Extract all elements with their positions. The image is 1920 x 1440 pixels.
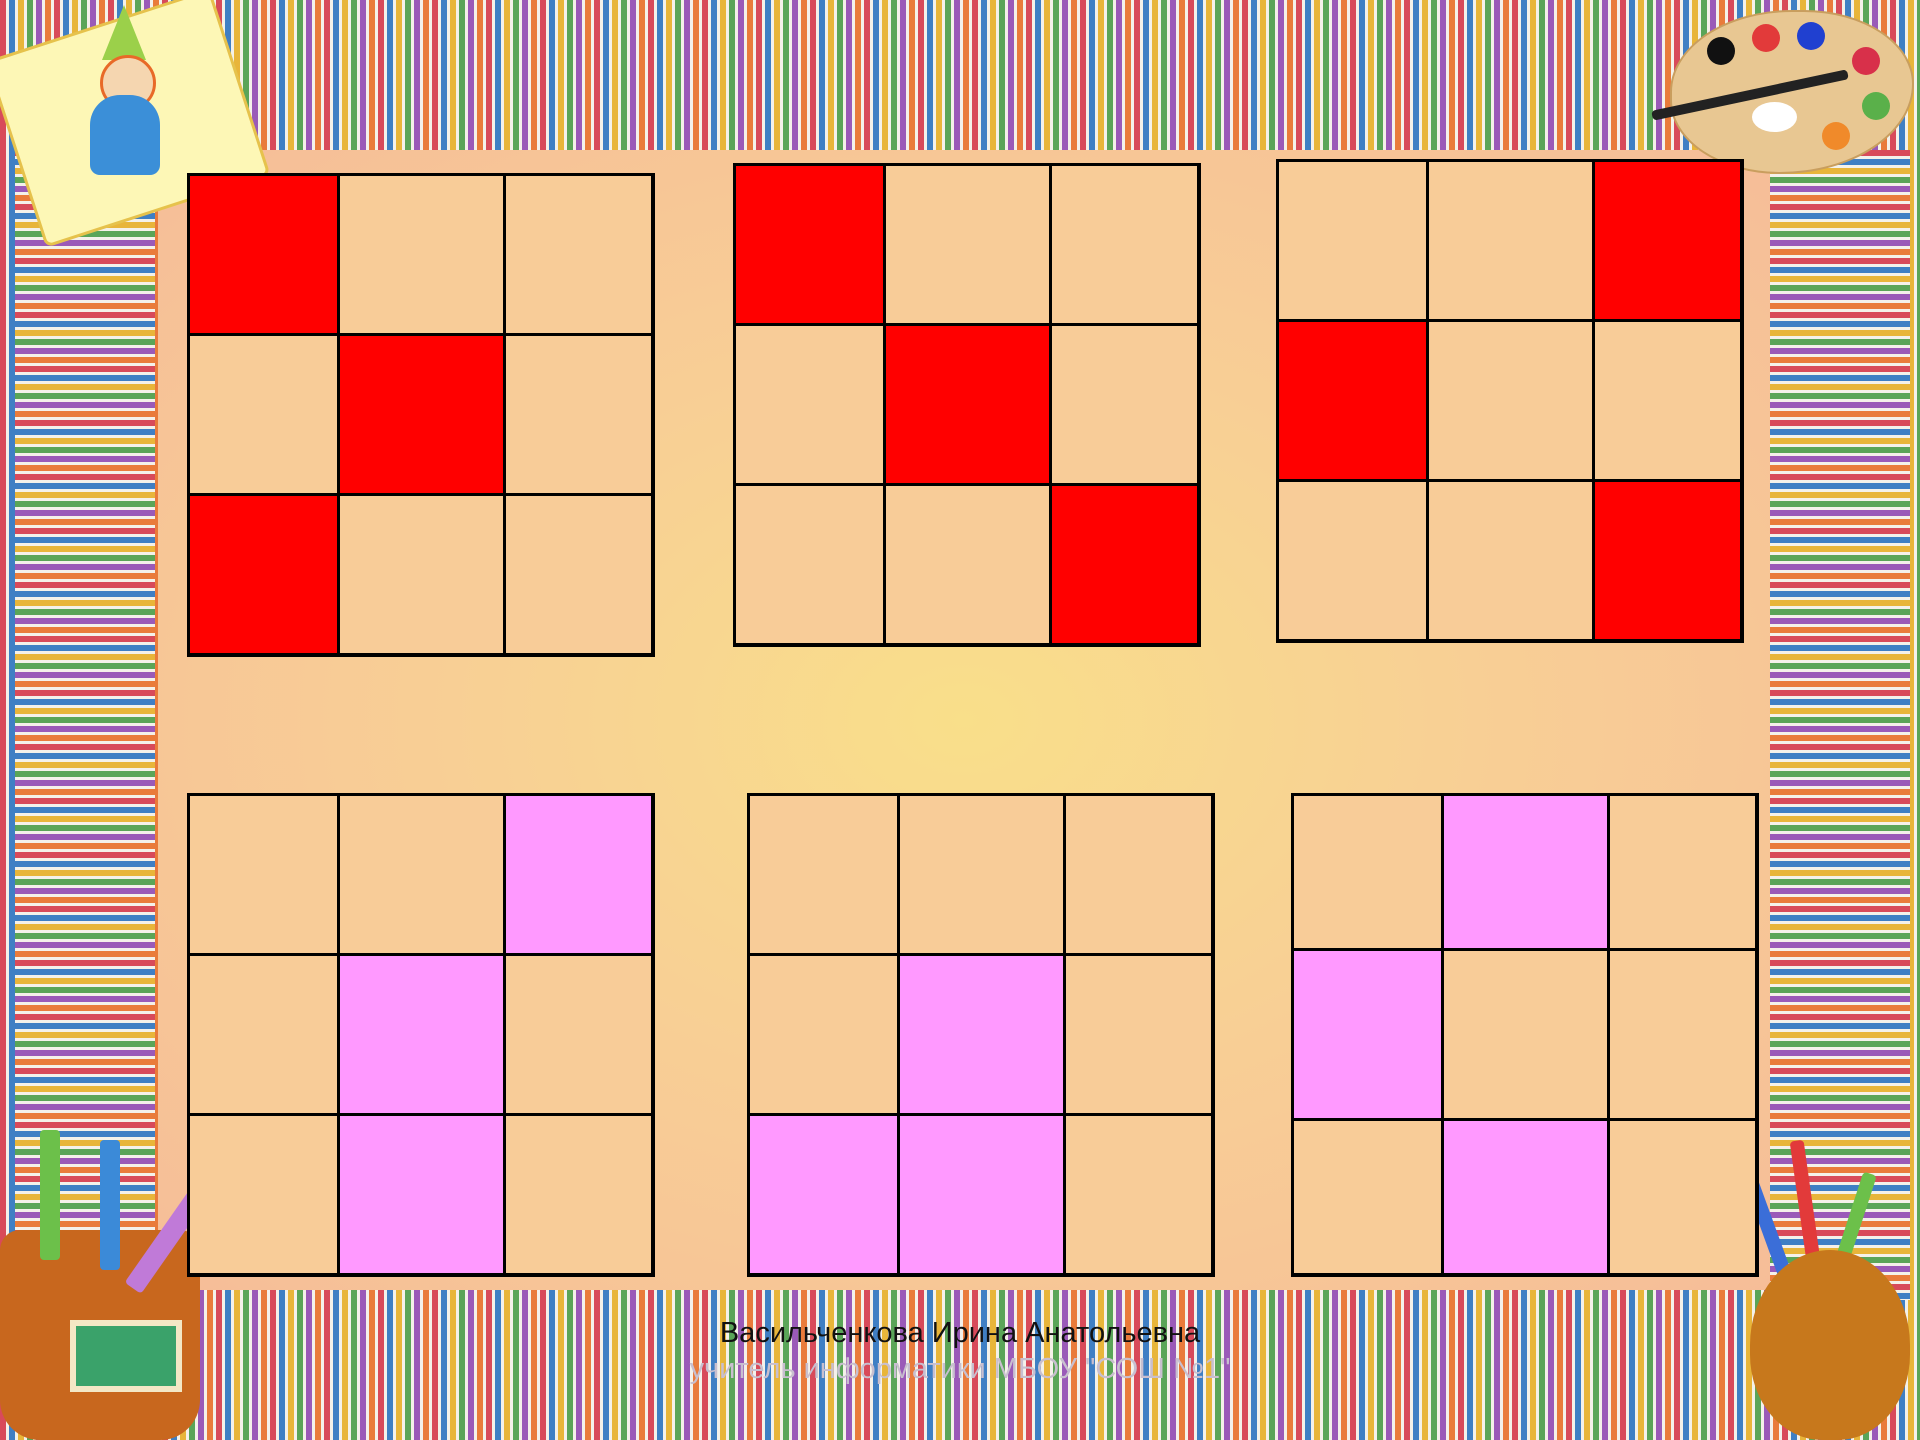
clown-hat-icon bbox=[102, 5, 146, 60]
grid-6-cell-2-3 bbox=[1610, 951, 1755, 1118]
grid-1-cell-1-2 bbox=[340, 176, 503, 333]
grid-3-cell-2-1 bbox=[1279, 322, 1426, 479]
grid-4-cell-1-2 bbox=[340, 796, 503, 953]
brush-vase-image bbox=[1750, 1250, 1910, 1440]
grid-4-cell-1-1 bbox=[190, 796, 337, 953]
grid-2-cell-1-1 bbox=[736, 166, 883, 323]
grid-2-cell-2-2 bbox=[886, 326, 1049, 483]
pattern-grid-1 bbox=[187, 173, 655, 657]
grid-6-cell-3-1 bbox=[1294, 1121, 1441, 1273]
black-paint-icon bbox=[1707, 37, 1735, 65]
green-pencil-icon bbox=[40, 1130, 60, 1260]
pattern-grid-6 bbox=[1291, 793, 1759, 1277]
pattern-grid-3 bbox=[1276, 159, 1744, 643]
grid-4-cell-2-1 bbox=[190, 956, 337, 1113]
grid-3-cell-2-3 bbox=[1595, 322, 1740, 479]
pattern-grid-4 bbox=[187, 793, 655, 1277]
grid-2-cell-1-2 bbox=[886, 166, 1049, 323]
grid-5-cell-2-1 bbox=[750, 956, 897, 1113]
grid-1-cell-1-1 bbox=[190, 176, 337, 333]
grid-2-cell-3-2 bbox=[886, 486, 1049, 643]
grid-5-cell-1-1 bbox=[750, 796, 897, 953]
grid-6-cell-3-3 bbox=[1610, 1121, 1755, 1273]
jar-label-icon bbox=[70, 1320, 182, 1392]
grid-3-cell-1-2 bbox=[1429, 162, 1592, 319]
grid-4-cell-1-3 bbox=[506, 796, 651, 953]
grid-4-cell-2-2 bbox=[340, 956, 503, 1113]
grid-2-cell-3-1 bbox=[736, 486, 883, 643]
grid-2-cell-2-3 bbox=[1052, 326, 1197, 483]
grid-1-cell-2-2 bbox=[340, 336, 503, 493]
author-position: учитель информатики МБОУ "СОШ №1" bbox=[620, 1351, 1300, 1387]
grid-2-cell-1-3 bbox=[1052, 166, 1197, 323]
pattern-grid-2 bbox=[733, 163, 1201, 647]
grid-1-cell-3-3 bbox=[506, 496, 651, 653]
grid-4-cell-3-1 bbox=[190, 1116, 337, 1273]
grid-3-cell-3-1 bbox=[1279, 482, 1426, 639]
grid-3-cell-1-1 bbox=[1279, 162, 1426, 319]
grid-5-cell-3-2 bbox=[900, 1116, 1063, 1273]
grid-6-cell-2-1 bbox=[1294, 951, 1441, 1118]
grid-6-cell-1-3 bbox=[1610, 796, 1755, 948]
red-paint-icon bbox=[1752, 24, 1780, 52]
grid-1-cell-1-3 bbox=[506, 176, 651, 333]
grid-3-cell-2-2 bbox=[1429, 322, 1592, 479]
clown-body-icon bbox=[90, 95, 160, 175]
grid-6-cell-3-2 bbox=[1444, 1121, 1607, 1273]
grid-2-cell-2-1 bbox=[736, 326, 883, 483]
grid-1-cell-2-1 bbox=[190, 336, 337, 493]
blue-pencil-icon bbox=[100, 1140, 120, 1270]
author-name: Васильченкова Ирина Анатольевна bbox=[620, 1315, 1300, 1351]
grid-2-cell-3-3 bbox=[1052, 486, 1197, 643]
grid-1-cell-3-2 bbox=[340, 496, 503, 653]
pencil-frame-left bbox=[15, 150, 155, 1300]
grid-5-cell-3-1 bbox=[750, 1116, 897, 1273]
orange-paint-icon bbox=[1822, 122, 1850, 150]
pattern-grid-5 bbox=[747, 793, 1215, 1277]
white-paint-icon bbox=[1752, 102, 1797, 132]
grid-1-cell-2-3 bbox=[506, 336, 651, 493]
grid-5-cell-1-2 bbox=[900, 796, 1063, 953]
pencil-frame-right bbox=[1770, 150, 1910, 1300]
grid-4-cell-3-2 bbox=[340, 1116, 503, 1273]
grid-5-cell-3-3 bbox=[1066, 1116, 1211, 1273]
grid-4-cell-3-3 bbox=[506, 1116, 651, 1273]
grid-3-cell-1-3 bbox=[1595, 162, 1740, 319]
grid-6-cell-2-2 bbox=[1444, 951, 1607, 1118]
grid-1-cell-3-1 bbox=[190, 496, 337, 653]
grid-5-cell-1-3 bbox=[1066, 796, 1211, 953]
grid-3-cell-3-3 bbox=[1595, 482, 1740, 639]
grid-3-cell-3-2 bbox=[1429, 482, 1592, 639]
blue-paint-icon bbox=[1797, 22, 1825, 50]
green-paint-icon bbox=[1862, 92, 1890, 120]
pink-paint-icon bbox=[1852, 47, 1880, 75]
grid-5-cell-2-2 bbox=[900, 956, 1063, 1113]
grid-6-cell-1-1 bbox=[1294, 796, 1441, 948]
grid-5-cell-2-3 bbox=[1066, 956, 1211, 1113]
slide-credits: Васильченкова Ирина Анатольевна учитель … bbox=[620, 1315, 1300, 1387]
grid-6-cell-1-2 bbox=[1444, 796, 1607, 948]
grid-4-cell-2-3 bbox=[506, 956, 651, 1113]
